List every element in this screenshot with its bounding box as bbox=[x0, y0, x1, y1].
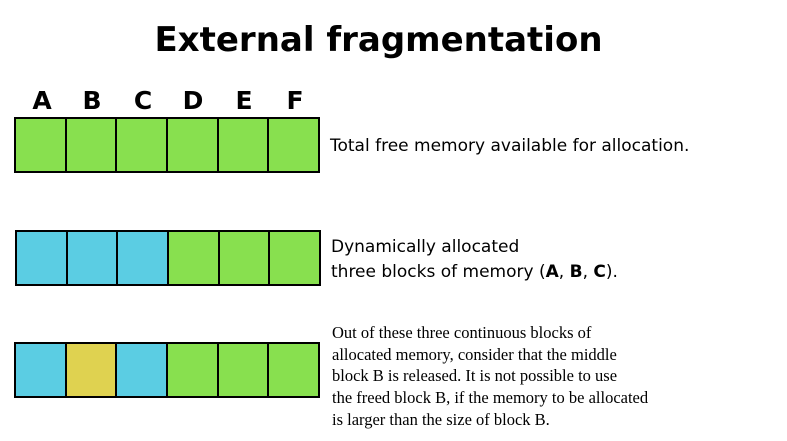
memory-block-a bbox=[16, 344, 65, 396]
memory-block-f bbox=[267, 344, 319, 396]
description-line: allocated memory, consider that the midd… bbox=[332, 344, 617, 364]
memory-block-c bbox=[115, 119, 167, 171]
memory-row-allocated bbox=[15, 230, 321, 286]
column-labels: A B C D E F bbox=[15, 86, 319, 116]
description-line: three blocks of memory (A, B, C). bbox=[331, 262, 618, 282]
column-label-a: A bbox=[32, 86, 52, 115]
memory-block-b bbox=[65, 232, 117, 284]
memory-block-d bbox=[166, 119, 217, 171]
block-ref-b: B bbox=[569, 262, 583, 282]
memory-block-b bbox=[64, 119, 116, 171]
description-line: block B is released. It is not possible … bbox=[332, 366, 618, 386]
description-line: is larger than the size of block B. bbox=[332, 409, 550, 429]
memory-block-d bbox=[166, 344, 217, 396]
description-line: Out of these three continuous blocks of bbox=[332, 323, 592, 342]
column-label-f: F bbox=[286, 86, 304, 115]
description-line: Total free memory available for allocati… bbox=[330, 136, 690, 156]
memory-block-a bbox=[17, 232, 66, 284]
block-ref-a: A bbox=[545, 262, 559, 282]
memory-block-a bbox=[16, 119, 65, 171]
memory-block-b bbox=[64, 344, 116, 396]
memory-block-d bbox=[167, 232, 218, 284]
diagram-title: External fragmentation bbox=[154, 20, 603, 60]
column-label-e: E bbox=[235, 86, 253, 115]
memory-block-c bbox=[115, 344, 167, 396]
memory-block-e bbox=[217, 232, 269, 284]
row-allocated-description: Dynamically allocated three blocks of me… bbox=[331, 235, 618, 285]
description-line: Dynamically allocated bbox=[331, 237, 520, 257]
block-ref-c: C bbox=[593, 262, 606, 282]
memory-block-e bbox=[216, 344, 268, 396]
memory-row-free bbox=[14, 117, 320, 173]
memory-block-f bbox=[268, 232, 320, 284]
memory-block-e bbox=[216, 119, 268, 171]
column-label-d: D bbox=[182, 86, 204, 115]
row-fragmented-description: Out of these three continuous blocks of … bbox=[332, 322, 648, 431]
column-label-b: B bbox=[82, 86, 102, 115]
column-label-c: C bbox=[133, 86, 153, 115]
row-free-description: Total free memory available for allocati… bbox=[330, 134, 689, 159]
description-line: the freed block B, if the memory to be a… bbox=[332, 388, 649, 408]
memory-row-fragmented bbox=[14, 342, 320, 398]
memory-block-c bbox=[116, 232, 168, 284]
memory-block-f bbox=[267, 119, 319, 171]
